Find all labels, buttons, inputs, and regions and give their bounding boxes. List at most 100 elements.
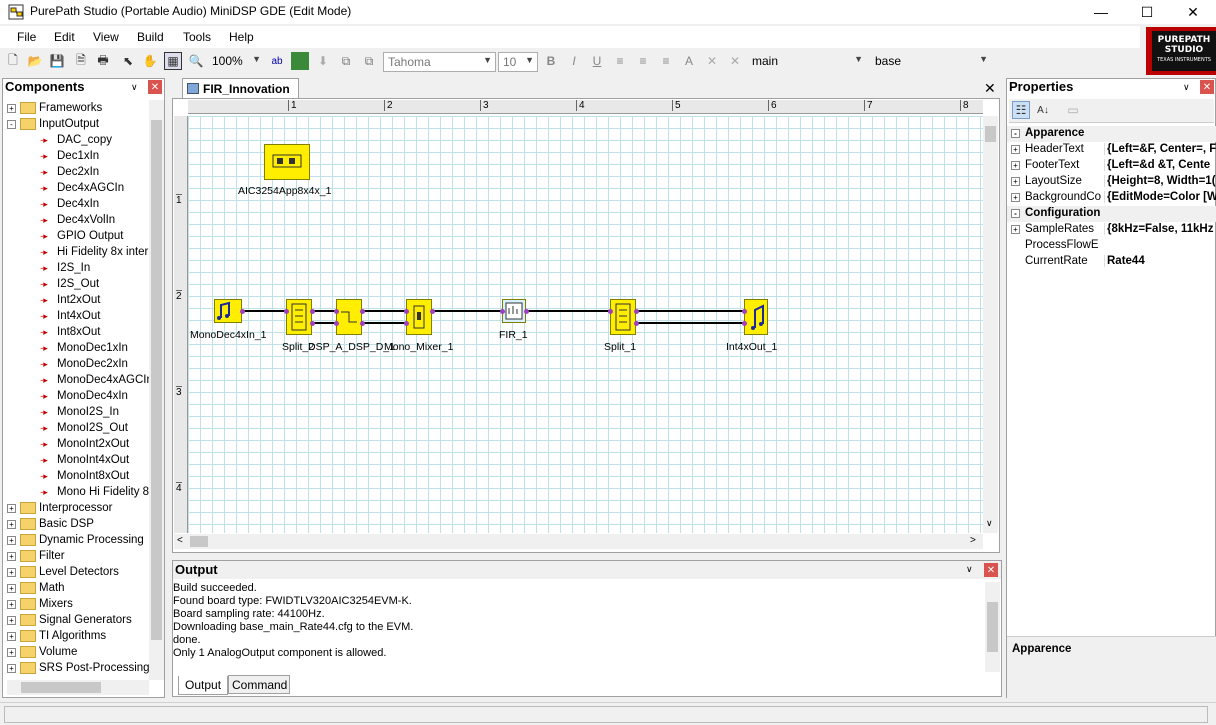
expand-icon[interactable]: + [7,663,16,673]
bold-button[interactable]: B [546,54,556,68]
block-split-1[interactable] [610,299,636,335]
tree-item-monoi2s-out[interactable]: -▸MonoI2S_Out [7,420,128,436]
font-select[interactable]: Tahoma▼ [383,52,496,72]
menu-build[interactable]: Build [137,30,164,44]
diagram-canvas[interactable]: AIC3254App8x4x_1 MonoDec4xIn_1 Split_2 D… [188,116,983,533]
property-row[interactable]: +FooterText{Left=&d &T, Cente [1007,158,1216,174]
tree-item-mixers[interactable]: +Mixers [7,596,73,612]
tree-item-level-detectors[interactable]: +Level Detectors [7,564,119,580]
menu-view[interactable]: View [93,30,119,44]
block-mono-mixer[interactable] [406,299,432,335]
expand-icon[interactable]: + [1011,193,1020,202]
block-aic3254app[interactable] [264,144,310,180]
tree-item-dec4xagcin[interactable]: -▸Dec4xAGCIn [7,180,124,196]
property-row[interactable]: +LayoutSize{Height=8, Width=1( [1007,174,1216,190]
scroll-thumb[interactable] [985,126,996,142]
pin[interactable] [634,321,639,326]
expand-icon[interactable]: + [7,519,16,529]
chevron-down-icon[interactable]: ∨ [986,518,993,528]
delete-icon[interactable]: ✕ [706,54,718,68]
pin[interactable] [404,321,409,326]
diagram-vertical-scrollbar[interactable]: ∨ [983,116,998,533]
zoom-select[interactable]: 100%▼ [208,52,264,72]
clear-icon[interactable]: ✕ [729,54,741,68]
scroll-thumb[interactable] [151,120,162,640]
collapse-icon[interactable]: - [1011,209,1020,218]
expand-icon[interactable]: + [7,103,16,113]
align-center-icon[interactable]: ≡ [639,54,647,68]
menu-tools[interactable]: Tools [183,30,212,44]
tree-item-monoint8xout[interactable]: -▸MonoInt8xOut [7,468,129,484]
tree-item-dec4xvolin[interactable]: -▸Dec4xVolIn [7,212,115,228]
block-split-2[interactable] [286,299,312,335]
pin-icon[interactable]: ∨ [966,564,973,574]
block-monodec4xin[interactable] [214,299,242,323]
expand-icon[interactable]: + [7,615,16,625]
tree-item-monodec1xin[interactable]: -▸MonoDec1xIn [7,340,128,356]
close-document-icon[interactable]: ✕ [984,80,996,96]
property-row[interactable]: +SampleRates{8kHz=False, 11kHz [1007,222,1216,238]
expand-icon[interactable]: + [1011,225,1020,234]
pin[interactable] [500,309,505,314]
collapse-icon[interactable]: - [7,119,16,129]
tree-item-gpio-output[interactable]: -▸GPIO Output [7,228,123,244]
pin[interactable] [524,309,529,314]
expand-icon[interactable]: + [1011,145,1020,154]
pin[interactable] [742,321,747,326]
print-preview-icon[interactable]: 🗎 [76,52,86,67]
tree-item-dynamic-processing[interactable]: +Dynamic Processing [7,532,144,548]
menu-help[interactable]: Help [229,30,254,44]
pin[interactable] [360,309,365,314]
tree-item-dac-copy[interactable]: -▸DAC_copy [7,132,112,148]
expand-icon[interactable]: + [7,647,16,657]
minimize-button[interactable]: — [1094,4,1108,20]
property-value[interactable]: {8kHz=False, 11kHz [1104,223,1216,235]
tree-item-i2s-in[interactable]: -▸I2S_In [7,260,90,276]
tree-item-monoi2s-in[interactable]: -▸MonoI2S_In [7,404,119,420]
zoom-icon[interactable]: 🔍 [188,54,204,68]
output-scrollbar[interactable] [985,582,1000,672]
italic-button[interactable]: I [572,54,576,68]
expand-icon[interactable]: + [7,599,16,609]
expand-icon[interactable]: + [7,551,16,561]
tree-item-math[interactable]: +Math [7,580,65,596]
pin[interactable] [334,321,339,326]
property-row[interactable]: ProcessFlowE [1007,238,1216,254]
scroll-thumb[interactable] [190,536,208,547]
property-category[interactable]: -Apparence [1007,126,1216,142]
tab-output[interactable]: Output [178,676,228,695]
menu-file[interactable]: File [17,30,37,44]
text-color-icon[interactable]: A [684,54,693,68]
font-size-select[interactable]: 10▼ [498,52,538,72]
maximize-button[interactable]: ☐ [1140,3,1154,20]
tree-vertical-scrollbar[interactable] [149,100,164,680]
expand-icon[interactable]: + [7,567,16,577]
pin[interactable] [608,309,613,314]
tree-item-monodec2xin[interactable]: -▸MonoDec2xIn [7,356,128,372]
tree-item-dec1xin[interactable]: -▸Dec1xIn [7,148,99,164]
property-row[interactable]: +HeaderText{Left=&F, Center=, F [1007,142,1216,158]
tree-item-ti-algorithms[interactable]: +TI Algorithms [7,628,106,644]
tree-item-monodec4xagcin[interactable]: -▸MonoDec4xAGCIn [7,372,149,388]
pin[interactable] [742,309,747,314]
expand-icon[interactable]: + [1011,161,1020,170]
spell-check-icon[interactable]: ab [271,55,283,67]
scroll-thumb[interactable] [987,602,998,652]
pin[interactable] [240,309,245,314]
block-dsp-a-dsp-d[interactable] [336,299,362,335]
underline-button[interactable]: U [592,54,602,68]
rate-select[interactable]: base▼ [871,52,991,72]
chevron-left-icon[interactable]: < [177,535,183,546]
tree-item-i2s-out[interactable]: -▸I2S_Out [7,276,99,292]
tree-item-dec4xin[interactable]: -▸Dec4xIn [7,196,99,212]
close-icon[interactable]: ✕ [1200,80,1214,94]
expand-icon[interactable]: + [7,503,16,513]
tree-item-volume[interactable]: +Volume [7,644,77,660]
tree-item-monoint2xout[interactable]: -▸MonoInt2xOut [7,436,129,452]
print-icon[interactable]: 🖶 [97,52,109,67]
new-file-icon[interactable]: 🗋 [8,52,18,67]
collapse-icon[interactable]: - [1011,129,1020,138]
menu-edit[interactable]: Edit [54,30,75,44]
tree-item-dec2xin[interactable]: -▸Dec2xIn [7,164,99,180]
pin-icon[interactable]: ∨ [131,82,138,92]
